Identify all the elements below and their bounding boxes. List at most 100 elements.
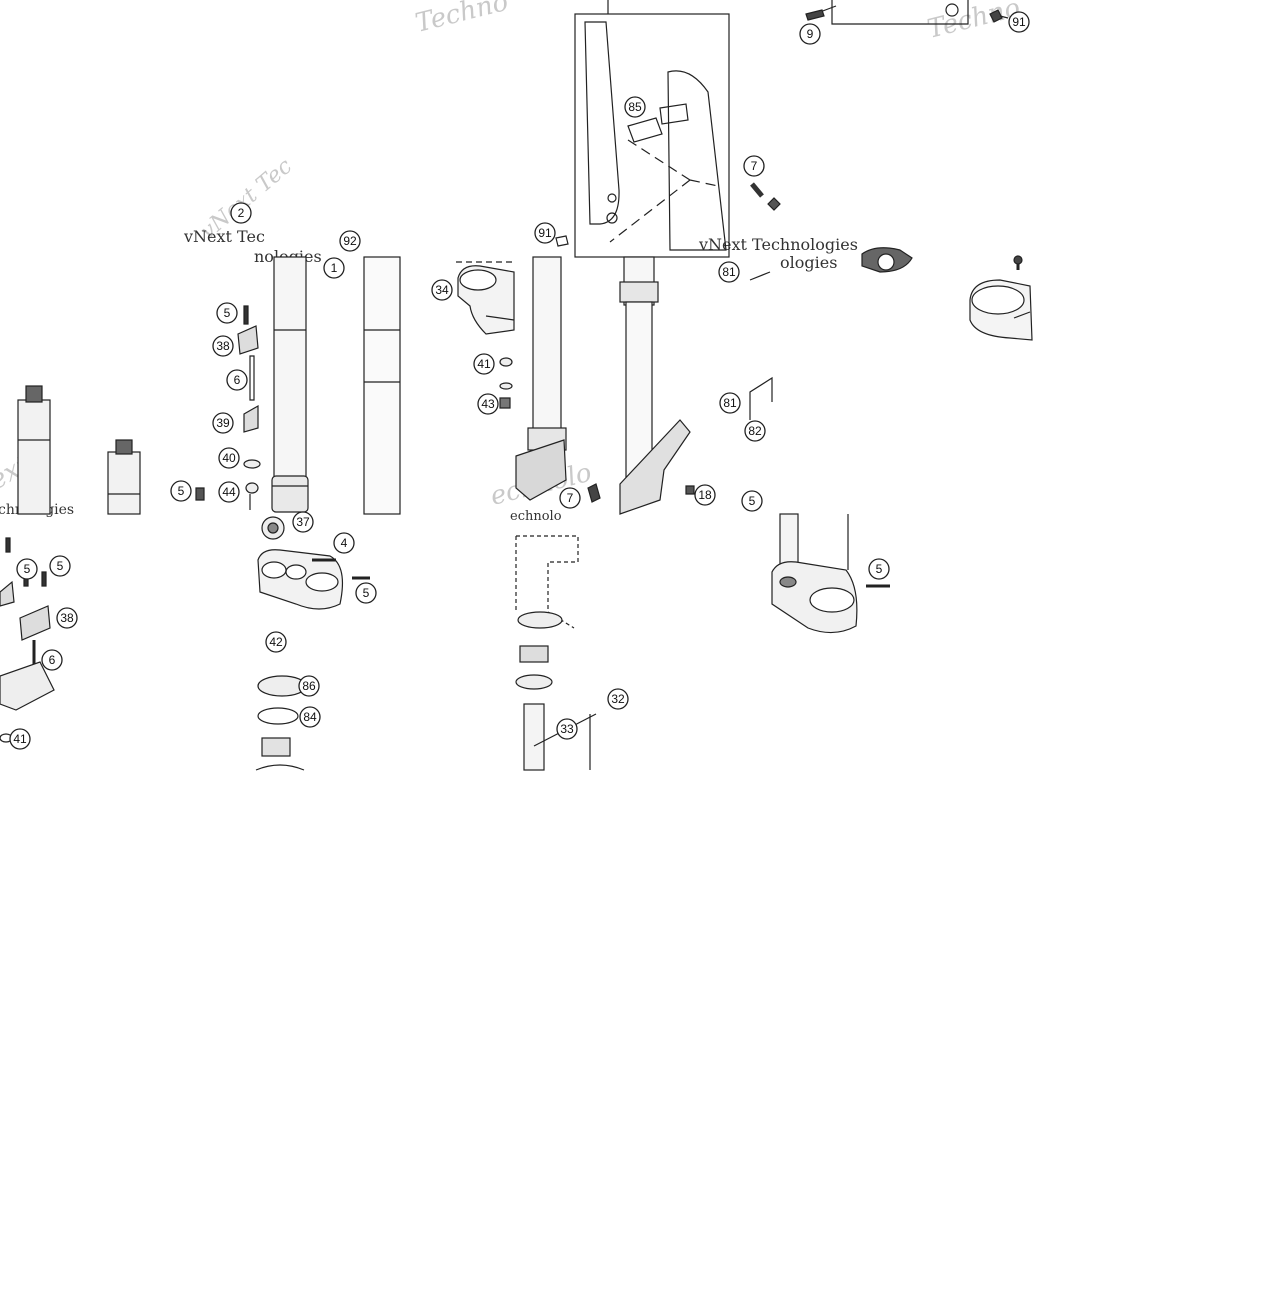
clamp-tile [749, 182, 913, 420]
triple-clamp-right-tile [969, 255, 1033, 341]
callout-circle [333, 532, 355, 554]
callout-circle [743, 155, 765, 177]
callout: 86 [298, 675, 320, 697]
callout: 5 [741, 490, 763, 512]
callout: 1 [323, 257, 345, 279]
race [517, 611, 563, 629]
callout-circle [170, 480, 192, 502]
callout: 5 [170, 480, 192, 502]
callout: 5 [868, 558, 890, 580]
callout-circle [265, 631, 287, 653]
callout-number: 85 [628, 100, 642, 114]
fork-legs-left-tile [17, 256, 401, 515]
callout: 38 [56, 607, 78, 629]
callout-circle [218, 447, 240, 469]
callout: 43 [477, 393, 499, 415]
callout: 9 [799, 23, 821, 45]
callout: 92 [339, 230, 361, 252]
callout: 7 [559, 487, 581, 509]
callout: 5 [49, 555, 71, 577]
callout-number: 5 [57, 559, 64, 573]
callout-number: 81 [722, 265, 736, 279]
callout-number: 18 [698, 488, 712, 502]
callout: 6 [226, 369, 248, 391]
callout: 84 [299, 706, 321, 728]
callout-number: 40 [222, 451, 236, 465]
callout-number: 33 [560, 722, 574, 736]
axle-clamp-right [619, 419, 691, 515]
callout-circle [624, 96, 646, 118]
callout-circle [799, 23, 821, 45]
callout: 81 [718, 261, 740, 283]
bearing [261, 737, 291, 757]
callout-number: 7 [567, 491, 574, 505]
callout-number: 38 [60, 611, 74, 625]
callout: 38 [212, 335, 234, 357]
fork-tube-right [363, 256, 401, 515]
callout-circle [719, 392, 741, 414]
callout-circle [218, 481, 240, 503]
callout: 41 [473, 353, 495, 375]
callout-number: 39 [216, 416, 230, 430]
watermark-text: vNext Technologies [698, 235, 858, 254]
callout-number: 38 [216, 339, 230, 353]
callout-number: 91 [1012, 15, 1026, 29]
callout-number: 7 [751, 159, 758, 173]
callout-number: 84 [303, 710, 317, 724]
callout-number: 5 [363, 586, 370, 600]
callout-circle [292, 511, 314, 533]
callout-number: 92 [343, 234, 357, 248]
callout-circle [323, 257, 345, 279]
callout-number: 9 [807, 27, 814, 41]
callout-circle [230, 202, 252, 224]
callout-number: 34 [435, 283, 449, 297]
callout-number: 2 [238, 206, 245, 220]
callout-number: 5 [749, 494, 756, 508]
callout: 37 [292, 511, 314, 533]
callout: 34 [431, 279, 453, 301]
callout-circle [355, 582, 377, 604]
steering-stem-tile [515, 535, 597, 771]
callout: 5 [355, 582, 377, 604]
bottom-clamp-right-tile [771, 513, 890, 634]
callout-number: 91 [538, 226, 552, 240]
callout-number: 5 [224, 306, 231, 320]
callout-circle [559, 487, 581, 509]
callout: 42 [265, 631, 287, 653]
callout-circle [477, 393, 499, 415]
callout-circle [212, 335, 234, 357]
right-fork-guard [667, 70, 727, 251]
callout-circle [299, 706, 321, 728]
callout-circle [741, 490, 763, 512]
guard-clamp [627, 117, 663, 143]
callout: 91 [1008, 11, 1030, 33]
callout-number: 82 [748, 424, 762, 438]
bottom-clamp-tile [255, 516, 370, 771]
inner-tube-left [532, 256, 562, 434]
callout-circle [49, 555, 71, 577]
handlebar-clamp-upper [19, 605, 51, 641]
callout: 32 [607, 688, 629, 710]
callout-circle [212, 412, 234, 434]
axle-clamp-left [515, 439, 567, 501]
watermark-text: ologies [780, 253, 837, 272]
callout-circle [868, 558, 890, 580]
callout-number: 5 [876, 562, 883, 576]
callout: 44 [218, 481, 240, 503]
callout-circle [298, 675, 320, 697]
callout-number: 41 [477, 357, 491, 371]
callout-number: 41 [13, 732, 27, 746]
callout-circle [339, 230, 361, 252]
callout-circle [16, 558, 38, 580]
callout-circle [607, 688, 629, 710]
callout: 33 [556, 718, 578, 740]
callout-circle [9, 728, 31, 750]
callout-layer: 8591792921538639404453441438181825187374… [9, 11, 1030, 750]
lower-fork-tile [456, 256, 695, 515]
watermark-text: echnolo [510, 509, 562, 524]
callout: 18 [694, 484, 716, 506]
callout-circle [694, 484, 716, 506]
fork-cap [25, 385, 43, 403]
